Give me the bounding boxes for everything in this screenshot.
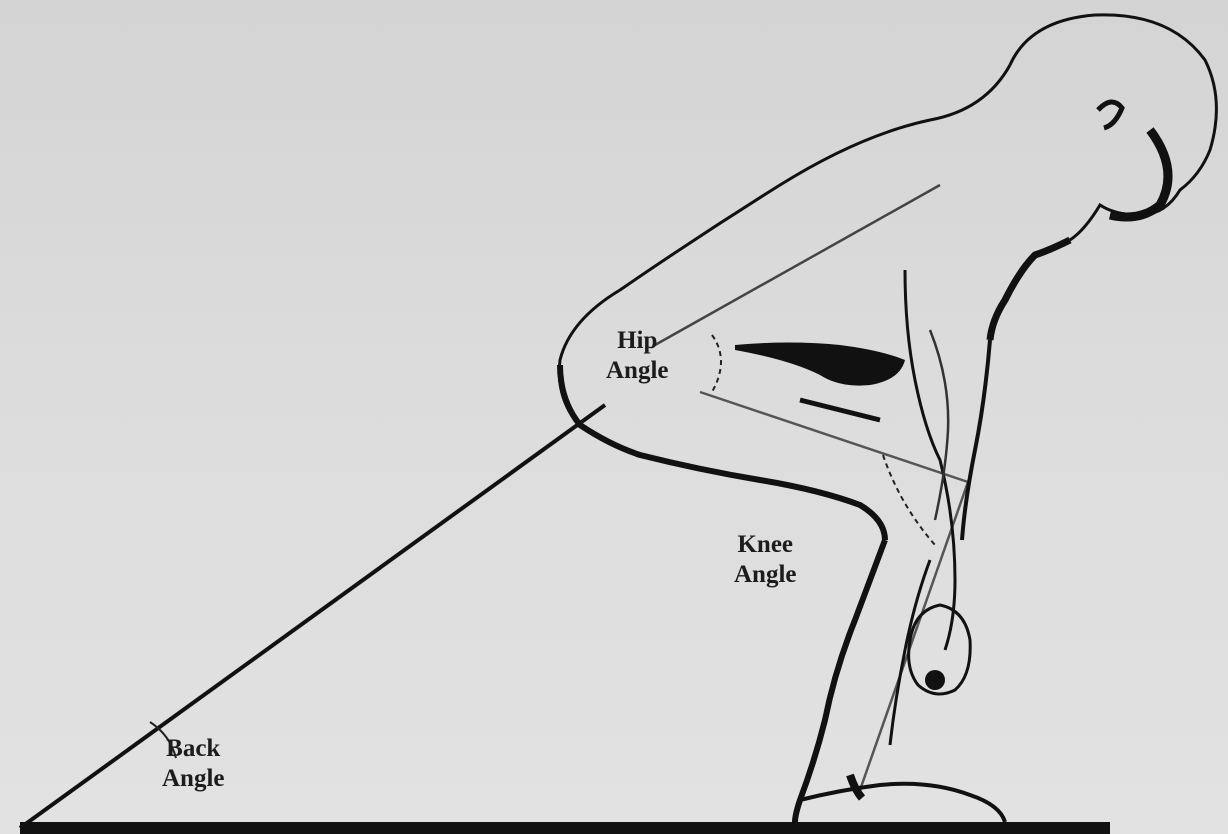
hip-angle-label-line1: Hip	[606, 326, 669, 356]
knee-angle-label-line2: Angle	[734, 560, 797, 590]
hip-angle-label-line2: Angle	[606, 356, 669, 386]
back-angle-label-line2: Angle	[162, 764, 225, 794]
knee-angle-label: Knee Angle	[734, 530, 797, 590]
floor-line	[20, 822, 1110, 834]
hip-angle-label: Hip Angle	[606, 326, 669, 386]
jaw-shadow	[1110, 130, 1168, 217]
ear-mark	[1098, 102, 1122, 128]
front-torso-outline	[962, 340, 990, 540]
torso-reference-line	[655, 185, 940, 345]
knee-angle-label-line1: Knee	[734, 530, 797, 560]
thigh-underside	[800, 400, 880, 420]
thigh-shadow	[735, 343, 905, 386]
hip-outline	[560, 365, 885, 540]
foot-outline	[800, 784, 1005, 822]
chest-outline	[990, 240, 1070, 340]
bar-end	[925, 670, 945, 690]
back-angle-label-line1: Back	[162, 734, 225, 764]
hip-angle-arc	[712, 335, 721, 392]
back-angle-label: Back Angle	[162, 734, 225, 794]
thigh-reference-line	[700, 392, 968, 482]
calf-outline	[795, 540, 885, 822]
head-outline	[1010, 15, 1216, 240]
back-angle-line	[20, 405, 605, 828]
